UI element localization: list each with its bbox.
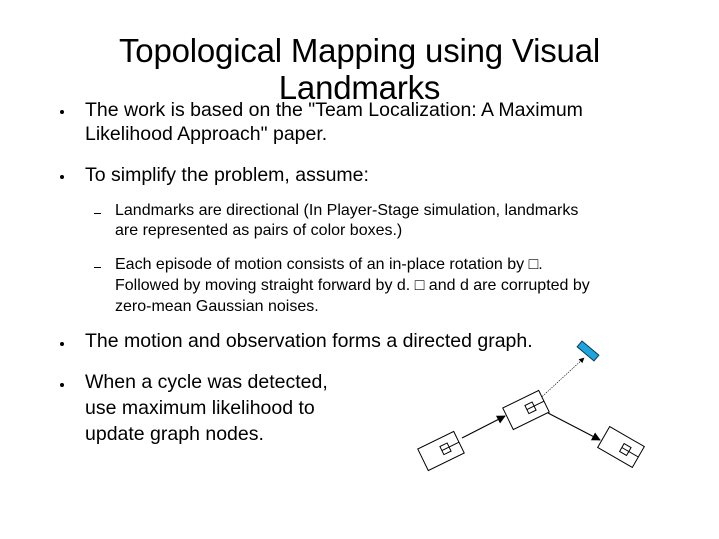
bullet-dot-icon xyxy=(60,175,64,179)
sub-item-2-line-2: Followed by moving straight forward by d… xyxy=(115,277,590,294)
bullet-1-line-2: Likelihood Approach" paper. xyxy=(85,123,328,145)
slide-title-line-2: Landmarks xyxy=(278,69,441,106)
bullet-dot-icon xyxy=(60,342,64,346)
landmark-icon xyxy=(576,340,600,362)
graph-node-3 xyxy=(596,425,646,469)
edge-node2-to-node3 xyxy=(547,412,601,441)
edge-node1-to-node2 xyxy=(461,415,506,439)
sub-item-2-line-1: Each episode of motion consists of an in… xyxy=(115,256,543,273)
graph-node-1 xyxy=(417,430,465,472)
bullet-4-line-2: use maximum likelihood to xyxy=(85,397,315,419)
dash-bullet-icon xyxy=(94,267,101,269)
bullet-4-line-3: update graph nodes. xyxy=(85,423,264,445)
bullet-dot-icon xyxy=(60,110,64,114)
dash-bullet-icon xyxy=(94,213,101,215)
bullet-4-line-1: When a cycle was detected, xyxy=(85,371,328,393)
bullet-2-line-1: To simplify the problem, assume: xyxy=(85,164,369,186)
bullet-1-line-1: The work is based on the "Team Localizat… xyxy=(85,99,583,121)
edge-node2-to-landmark xyxy=(532,357,585,406)
sub-item-1-line-1: Landmarks are directional (In Player-Sta… xyxy=(115,202,579,219)
bullet-3-line-1: The motion and observation forms a direc… xyxy=(85,330,533,352)
sub-item-2-line-3: zero-mean Gaussian noises. xyxy=(115,298,319,315)
sub-item-1-line-2: are represented as pairs of color boxes.… xyxy=(115,222,403,239)
graph-node-2 xyxy=(502,389,550,431)
slide-title: Topological Mapping using Visual Landmar… xyxy=(0,32,719,106)
slide-title-line-1: Topological Mapping using Visual xyxy=(119,32,600,69)
bullet-dot-icon xyxy=(60,383,64,387)
